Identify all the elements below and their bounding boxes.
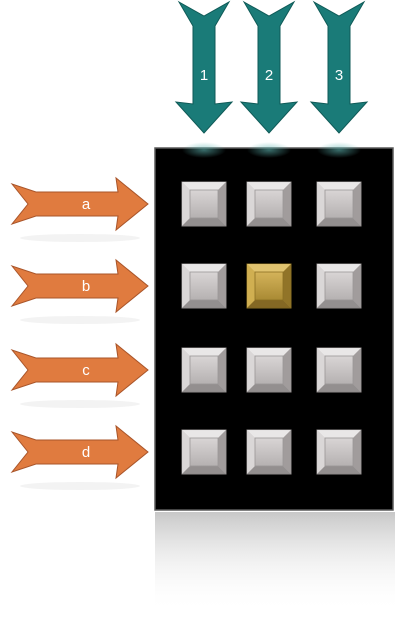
key-grid [181, 181, 362, 475]
key [316, 263, 362, 309]
column-label: 3 [335, 67, 343, 84]
row-arrow-shadow [20, 234, 140, 242]
column-arrows: 1 2 3 [174, 0, 369, 134]
row-arrows: a b c d [10, 176, 149, 490]
row-label: b [82, 278, 90, 295]
key [181, 347, 227, 393]
column-label: 1 [200, 67, 208, 84]
row-arrow-shadow [20, 400, 140, 408]
key [316, 347, 362, 393]
row-arrow-a: a [10, 176, 149, 242]
row-label: a [82, 196, 91, 213]
column-glows [182, 142, 361, 158]
panel-reflection [155, 512, 395, 612]
key [316, 429, 362, 475]
key-highlighted [246, 263, 292, 309]
column-arrow-1: 1 [174, 0, 234, 134]
key [246, 181, 292, 227]
key [316, 181, 362, 227]
row-label: d [82, 444, 90, 461]
key [181, 429, 227, 475]
column-arrow-2: 2 [239, 0, 299, 134]
column-arrow-3: 3 [309, 0, 369, 134]
column-glow-3 [317, 142, 361, 158]
row-arrow-shadow [20, 316, 140, 324]
key [246, 347, 292, 393]
column-label: 2 [265, 67, 273, 84]
column-glow-2 [247, 142, 291, 158]
row-arrow-c: c [10, 342, 149, 408]
key [246, 429, 292, 475]
key [181, 181, 227, 227]
key [181, 263, 227, 309]
row-arrow-shadow [20, 482, 140, 490]
column-glow-1 [182, 142, 226, 158]
row-label: c [82, 362, 90, 379]
row-arrow-b: b [10, 258, 149, 324]
row-arrow-d: d [10, 424, 149, 490]
